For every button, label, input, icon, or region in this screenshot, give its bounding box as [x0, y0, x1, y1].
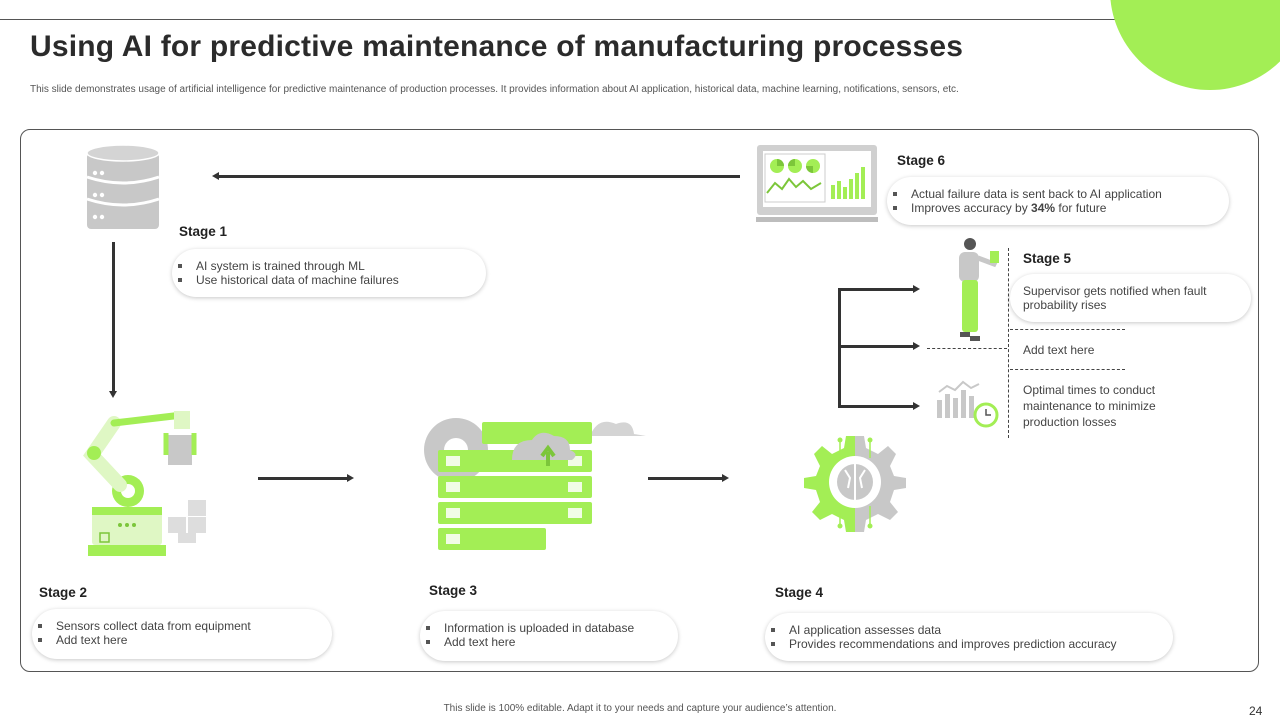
stage5-divider	[1008, 248, 1009, 438]
stage3-label: Stage 3	[429, 583, 478, 598]
database-icon	[86, 144, 160, 229]
stage1-box: AI system is trained through ML Use hist…	[172, 249, 486, 297]
stage2-label: Stage 2	[39, 585, 88, 600]
stage4-bullet: AI application assesses data	[771, 623, 1159, 637]
arrow-db-to-robot	[109, 242, 117, 398]
arrow-to-supervisor	[838, 285, 920, 293]
accuracy-suffix: for future	[1055, 201, 1107, 215]
stage3-box: Information is uploaded in database Add …	[420, 611, 678, 661]
supervisor-icon	[959, 238, 999, 341]
stage5-box: Supervisor gets notified when fault prob…	[1010, 274, 1251, 322]
stage2-box: Sensors collect data from equipment Add …	[32, 609, 332, 659]
page-title: Using AI for predictive maintenance of m…	[30, 30, 964, 63]
page-subtitle: This slide demonstrates usage of artific…	[30, 84, 959, 95]
footer-note: This slide is 100% editable. Adapt it to…	[443, 703, 837, 714]
stage5-label: Stage 5	[1023, 251, 1072, 266]
stage1-bullet: AI system is trained through ML	[178, 259, 472, 273]
stage6-box: Actual failure data is sent back to AI a…	[887, 177, 1229, 225]
stage1-label: Stage 1	[179, 224, 228, 239]
arrow-stage3-to-stage4	[648, 474, 729, 482]
corner-decoration	[1110, 0, 1280, 90]
stage4-label: Stage 4	[775, 585, 824, 600]
arrow-to-add-text	[838, 342, 920, 350]
diagram-frame	[20, 129, 1259, 672]
accuracy-prefix: Improves accuracy by	[911, 201, 1032, 215]
stage6-label: Stage 6	[897, 153, 946, 168]
stage1-bullet: Use historical data of machine failures	[178, 273, 472, 287]
analytics-clock-icon	[937, 380, 999, 428]
stage5-optimal-text: Optimal times to conduct maintenance to …	[1023, 383, 1156, 429]
robot-arm-icon	[83, 411, 206, 556]
dash-rule	[1010, 369, 1125, 370]
bracket-vertical	[838, 288, 841, 408]
stage4-bullet: Provides recommendations and improves pr…	[771, 637, 1159, 651]
stage5-add-text: Add text here	[1023, 343, 1095, 357]
arrow-to-optimal	[838, 402, 920, 410]
stage3-bullet: Add text here	[426, 635, 664, 649]
dash-connector	[927, 348, 1007, 349]
dash-rule	[1010, 329, 1125, 330]
stage5-box-text: Supervisor gets notified when fault prob…	[1023, 284, 1207, 312]
cloud-server-icon	[424, 418, 646, 550]
stage3-bullet: Information is uploaded in database	[426, 621, 664, 635]
page-number: 24	[1249, 704, 1263, 718]
arrow-stage2-to-stage3	[258, 474, 354, 482]
accuracy-value: 34%	[1031, 201, 1056, 215]
stage6-bullet-accuracy: Improves accuracy by 34% for future	[893, 201, 1215, 215]
stage6-bullet: Actual failure data is sent back to AI a…	[893, 187, 1215, 201]
stage2-bullet: Sensors collect data from equipment	[38, 619, 318, 633]
monitor-dashboard-icon	[756, 145, 878, 222]
stage2-bullet: Add text here	[38, 633, 318, 647]
arrow-stage6-to-stage1	[212, 172, 740, 180]
top-rule	[0, 19, 1280, 20]
ai-gear-icon	[804, 436, 906, 532]
stage4-box: AI application assesses data Provides re…	[765, 613, 1173, 661]
